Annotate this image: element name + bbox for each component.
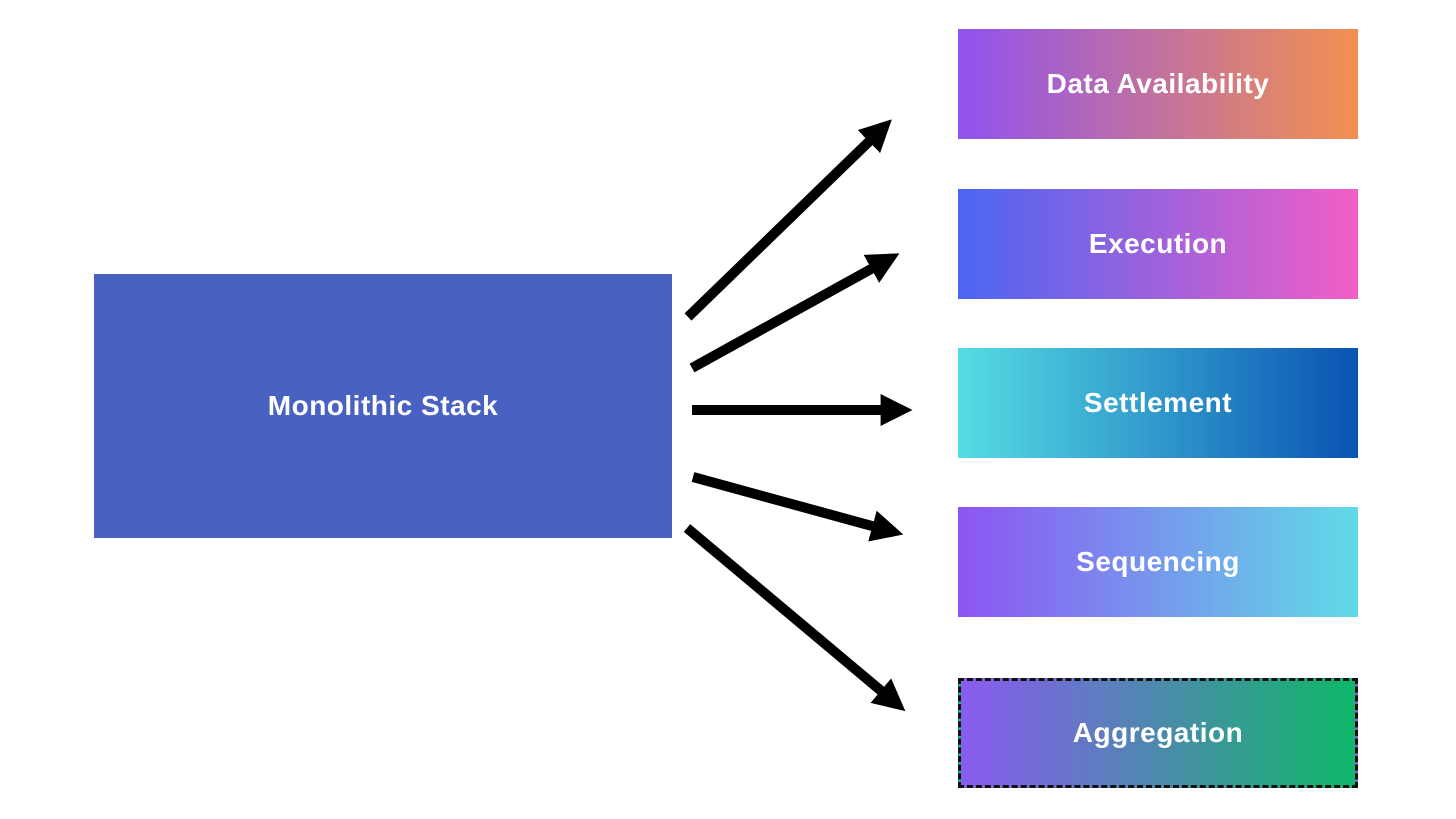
data-availability-label: Data Availability — [1046, 68, 1270, 99]
execution-box: Execution — [958, 189, 1358, 299]
execution-label: Execution — [1088, 228, 1228, 259]
arrow-to-data-availability — [684, 119, 892, 321]
settlement-label: Settlement — [1083, 387, 1233, 418]
arrow-to-execution — [689, 253, 900, 373]
data-availability-box: Data Availability — [958, 29, 1358, 139]
aggregation-label: Aggregation — [1072, 717, 1244, 748]
monolithic-stack-label: Monolithic Stack — [267, 390, 499, 421]
monolithic-stack-box: Monolithic Stack — [94, 274, 672, 538]
arrow-to-sequencing — [691, 472, 904, 542]
settlement-box: Settlement — [958, 348, 1358, 458]
sequencing-label: Sequencing — [1076, 546, 1240, 577]
arrow-to-aggregation — [683, 524, 906, 712]
sequencing-box: Sequencing — [958, 507, 1358, 617]
aggregation-box: Aggregation — [958, 678, 1358, 788]
